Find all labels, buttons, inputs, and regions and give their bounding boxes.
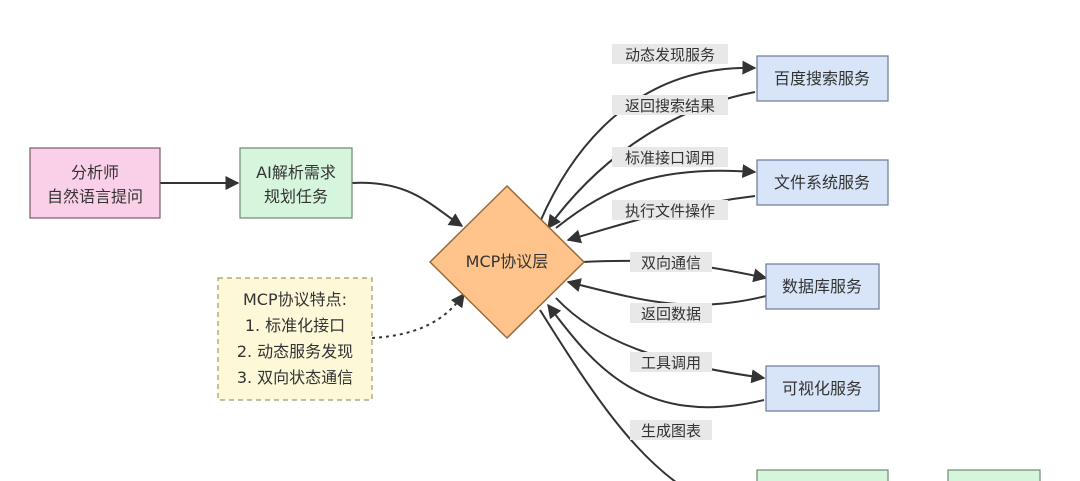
edge-label-discover: 动态发现服务 bbox=[612, 44, 728, 64]
node-analyst: 分析师 自然语言提问 bbox=[29, 147, 161, 219]
baidu-label: 百度搜索服务 bbox=[774, 69, 870, 88]
node-ai-parse: AI解析需求 规划任务 bbox=[239, 147, 353, 219]
node-baidu-search: 百度搜索服务 bbox=[756, 55, 889, 102]
node-database: 数据库服务 bbox=[765, 263, 880, 310]
edge-viz-to-mcp bbox=[547, 303, 765, 409]
svg-text:动态发现服务: 动态发现服务 bbox=[625, 46, 715, 64]
analyst-line2: 自然语言提问 bbox=[47, 187, 143, 206]
edge-label-bidir: 双向通信 bbox=[630, 252, 712, 272]
edge-label-search-result: 返回搜索结果 bbox=[612, 95, 728, 115]
node-mcp-features-note: MCP协议特点: 1. 标准化接口 2. 动态服务发现 3. 双向状态通信 bbox=[217, 277, 373, 401]
svg-text:标准接口调用: 标准接口调用 bbox=[625, 149, 715, 167]
edge-mcp-to-output bbox=[539, 309, 677, 481]
node-cutoff-1 bbox=[756, 469, 889, 481]
edge-mcp-to-file bbox=[555, 164, 757, 229]
note-line4: 3. 双向状态通信 bbox=[237, 368, 353, 387]
svg-text:返回搜索结果: 返回搜索结果 bbox=[625, 97, 715, 115]
edge-mcp-to-viz bbox=[555, 297, 766, 384]
analyst-line1: 分析师 bbox=[71, 163, 119, 182]
edge-ai-to-mcp bbox=[351, 181, 464, 227]
svg-text:双向通信: 双向通信 bbox=[641, 254, 701, 272]
viz-label: 可视化服务 bbox=[782, 379, 862, 398]
edge-label-std-call: 标准接口调用 bbox=[612, 147, 728, 167]
node-visualization: 可视化服务 bbox=[765, 365, 880, 412]
edge-label-return-data: 返回数据 bbox=[630, 303, 712, 323]
node-cutoff-2 bbox=[947, 469, 1041, 481]
node-mcp-layer: MCP协议层 bbox=[428, 184, 586, 340]
edge-note-to-mcp bbox=[371, 292, 465, 339]
svg-text:返回数据: 返回数据 bbox=[641, 305, 701, 323]
edge-db-to-mcp bbox=[566, 278, 767, 306]
mcp-label: MCP协议层 bbox=[466, 252, 549, 271]
ai-line1: AI解析需求 bbox=[256, 163, 336, 182]
file-label: 文件系统服务 bbox=[774, 173, 870, 192]
note-line2: 1. 标准化接口 bbox=[245, 316, 345, 335]
edge-label-tool-call: 工具调用 bbox=[630, 352, 712, 372]
edge-label-gen-chart: 生成图表 bbox=[630, 420, 712, 440]
svg-text:生成图表: 生成图表 bbox=[641, 422, 701, 440]
ai-line2: 规划任务 bbox=[264, 187, 328, 206]
note-line3: 2. 动态服务发现 bbox=[237, 342, 353, 361]
svg-text:工具调用: 工具调用 bbox=[641, 354, 701, 372]
svg-text:执行文件操作: 执行文件操作 bbox=[625, 202, 715, 220]
db-label: 数据库服务 bbox=[782, 277, 862, 296]
note-line1: MCP协议特点: bbox=[243, 290, 347, 309]
node-file-system: 文件系统服务 bbox=[756, 159, 889, 206]
edge-label-file-op: 执行文件操作 bbox=[612, 200, 728, 220]
